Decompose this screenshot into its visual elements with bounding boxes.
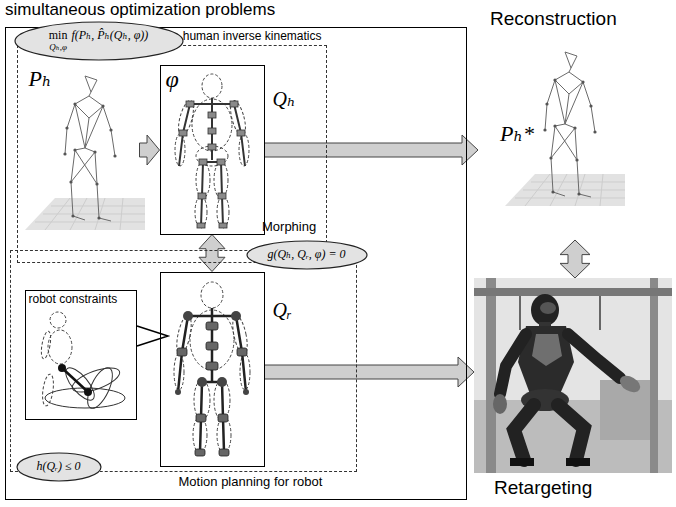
- formula-text: g(Qₕ, Qᵣ, φ) = 0: [267, 248, 345, 261]
- subscript-text: Qₕ,φ: [49, 42, 67, 52]
- morphing-label: Morphing: [262, 220, 316, 235]
- reconstruction-panel: ReconstructionPₕ*: [478, 4, 672, 240]
- callout-box: robot constraints: [25, 290, 137, 420]
- robot-photo-panel: Retargeting: [474, 278, 672, 473]
- ellipse-shape: [247, 241, 367, 269]
- text-slot: Pₕ: [29, 67, 52, 92]
- ellipse-content: h(Qᵣ) ≤ 0: [16, 452, 102, 482]
- ellipse-shape: [17, 453, 101, 481]
- ellipse-content: minQₕ,φf(Pₕ, P̂ₕ(Qₕ, φ)): [14, 21, 184, 61]
- operator-text: min: [49, 29, 68, 42]
- ellipse-content: g(Qₕ, Qᵣ, φ) = 0: [246, 240, 368, 270]
- operator-column: minQₕ,φ: [49, 29, 68, 53]
- variable-label: φ: [166, 66, 179, 93]
- callout-tail: [137, 326, 168, 346]
- ellipse-text-box: h(Qᵣ) ≤ 0: [36, 460, 80, 473]
- block-arrow: [265, 135, 479, 165]
- objective-ellipse: minQₕ,φf(Pₕ, P̂ₕ(Qₕ, φ)): [14, 21, 184, 61]
- panel-heading: Reconstruction: [490, 8, 617, 29]
- formula-text: f(Pₕ, P̂ₕ(Qₕ, φ)): [71, 29, 148, 42]
- variable-label: Qᵣ: [273, 299, 292, 321]
- robot-skeleton-model: [174, 282, 250, 456]
- panel-heading: Retargeting: [494, 477, 592, 498]
- robot-constraint-sketch: [40, 312, 125, 412]
- text-slot: Qₕ: [273, 88, 296, 110]
- human-marker-figure: [25, 76, 145, 230]
- outer-frame: minQₕ,φf(Pₕ, P̂ₕ(Qₕ, φ))PₕφQₕhuman inver…: [5, 27, 467, 500]
- human-model-box: φQₕ: [160, 65, 265, 235]
- text-slot: Qᵣ: [273, 299, 292, 321]
- robot-photo: [474, 278, 672, 473]
- marker-figure: Pₕ: [25, 65, 140, 235]
- formula-text: h(Qᵣ) ≤ 0: [36, 460, 80, 473]
- constraint-ellipse: h(Qᵣ) ≤ 0: [16, 452, 102, 482]
- label-slot: Morphing: [262, 220, 316, 235]
- human-skeleton-model: [175, 74, 249, 228]
- text-slot: Motion planning for robot: [179, 475, 323, 490]
- block-arrow: [199, 235, 225, 272]
- text-slot: robot constraints: [29, 293, 118, 306]
- ellipse-text-box: minQₕ,φf(Pₕ, P̂ₕ(Qₕ, φ)): [49, 29, 149, 53]
- text-slot: φ: [166, 66, 179, 93]
- ellipse-text-box: g(Qₕ, Qᵣ, φ) = 0: [267, 248, 345, 261]
- block-arrow: [560, 240, 590, 278]
- block-arrow: [265, 357, 475, 387]
- planning-region: robot constraintsQᵣh(Qᵣ) ≤ 0Motion plann…: [10, 250, 357, 472]
- frame-heading: simultaneous optimization problems: [5, 0, 275, 19]
- constraint-ellipse: g(Qₕ, Qᵣ, φ) = 0: [246, 240, 368, 270]
- variable-label: Qₕ: [273, 88, 296, 110]
- text-slot: simultaneous optimization problems: [5, 0, 275, 19]
- region-label: human inverse kinematics: [183, 30, 322, 43]
- region-label: Motion planning for robot: [179, 475, 323, 490]
- text-slot: Retargeting: [494, 477, 592, 498]
- text-slot: Reconstruction: [490, 8, 617, 29]
- text-slot: Pₕ*: [500, 122, 534, 147]
- block-arrow: [140, 135, 160, 165]
- callout-heading: robot constraints: [29, 293, 118, 306]
- text-slot: human inverse kinematics: [183, 30, 322, 43]
- robot-model-box: Qᵣ: [160, 272, 265, 467]
- variable-label: Pₕ: [29, 67, 52, 92]
- ellipse-shape: [15, 22, 183, 60]
- variable-label: Pₕ*: [500, 122, 534, 147]
- formula-row: minQₕ,φf(Pₕ, P̂ₕ(Qₕ, φ)): [49, 29, 149, 53]
